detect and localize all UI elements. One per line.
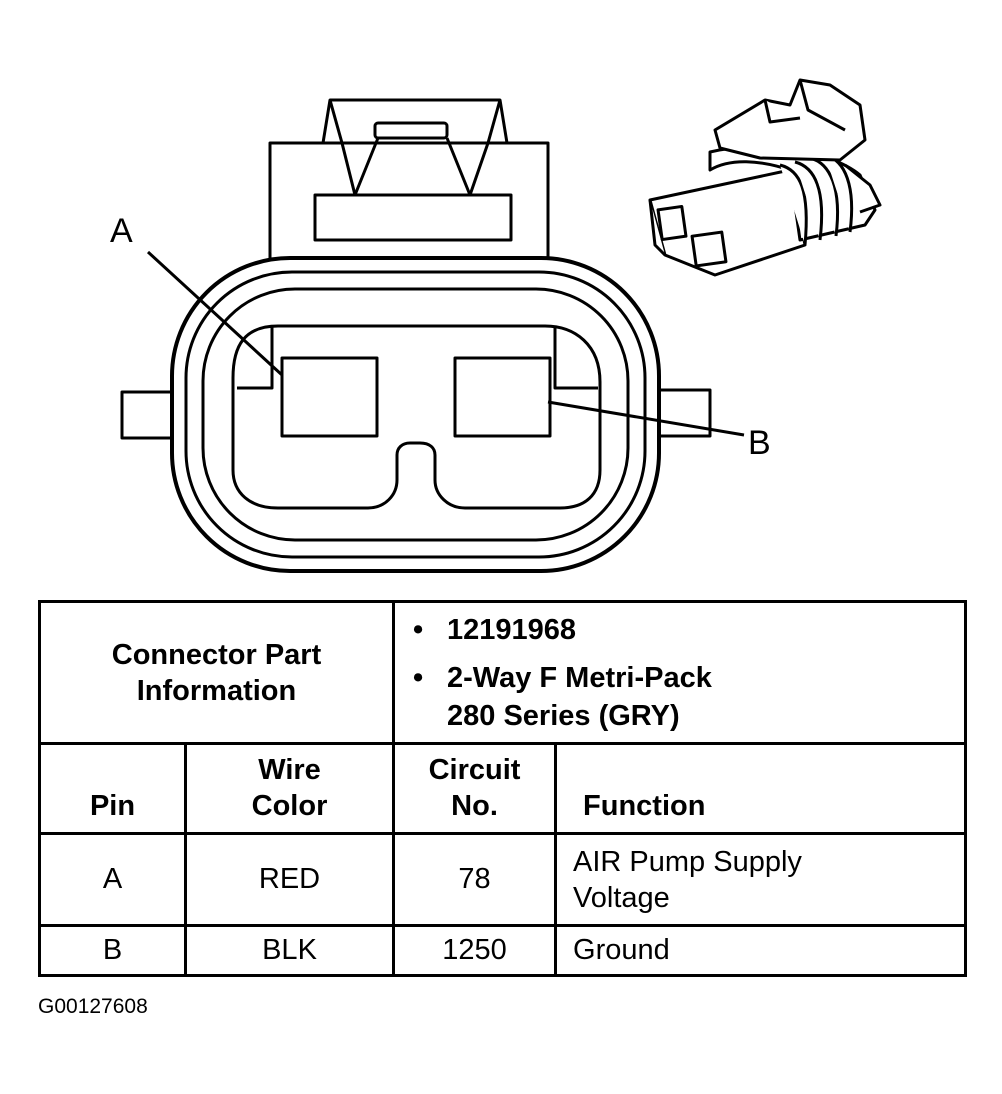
terminal-a xyxy=(280,356,379,438)
row-b-function: Ground xyxy=(554,924,968,977)
leader-line-b xyxy=(547,400,745,437)
connector-part-info-cell: Connector Part Information xyxy=(37,600,396,745)
connector-3d-view xyxy=(648,78,882,277)
leader-line-a xyxy=(146,250,284,377)
header-pin: Pin xyxy=(38,742,187,835)
description-line2: 280 Series (GRY) xyxy=(447,699,680,732)
connector-info-table: Connector Part Information • 12191968 • 2-… xyxy=(37,600,968,977)
header-wire-color: Wire Color xyxy=(183,742,396,835)
description-item: • 2-Way F Metri-Pack xyxy=(413,659,954,697)
connector-part-details-cell: • 12191968 • 2-Way F Metri-Pack 280 Series… xyxy=(392,600,968,745)
terminal-b xyxy=(453,356,552,438)
connector-housing xyxy=(170,256,661,573)
pin-a-label: A xyxy=(110,212,133,250)
header-circuit-line2: No. xyxy=(451,790,498,822)
connector-part-title-line2: Information xyxy=(136,674,297,707)
header-circuit-line1: Circuit xyxy=(428,754,521,786)
bullet-icon: • xyxy=(413,613,424,646)
table-row: B BLK 1250 Ground xyxy=(38,924,968,977)
row-a-circuit: 78 xyxy=(392,832,558,927)
row-a-pin: A xyxy=(38,832,187,927)
header-wire-line2: Color xyxy=(251,790,328,822)
header-wire-line1: Wire xyxy=(258,754,321,786)
part-number-item: • 12191968 xyxy=(413,611,954,649)
figure-code: G00127608 xyxy=(38,995,148,1018)
inner-cavity xyxy=(231,324,602,510)
bullet-icon: • xyxy=(413,661,424,694)
description-line1: 2-Way F Metri-Pack xyxy=(447,661,712,694)
locking-tab xyxy=(268,98,550,270)
header-function: Function xyxy=(554,742,968,835)
row-b-pin: B xyxy=(38,924,187,977)
connector-diagram xyxy=(120,78,882,573)
row-a-function-line2: Voltage xyxy=(573,881,670,914)
row-a-function-line1: AIR Pump Supply xyxy=(573,845,802,878)
pin-b-label: B xyxy=(748,424,771,462)
row-a-function: AIR Pump Supply Voltage xyxy=(554,832,968,927)
header-circuit-no: Circuit No. xyxy=(392,742,558,835)
row-b-circuit: 1250 xyxy=(392,924,558,977)
row-b-color: BLK xyxy=(183,924,396,977)
part-number: 12191968 xyxy=(447,613,577,646)
table-row: A RED 78 AIR Pump Supply Voltage xyxy=(38,832,968,927)
row-a-color: RED xyxy=(183,832,396,927)
connector-part-title-line1: Connector Part xyxy=(111,638,322,671)
